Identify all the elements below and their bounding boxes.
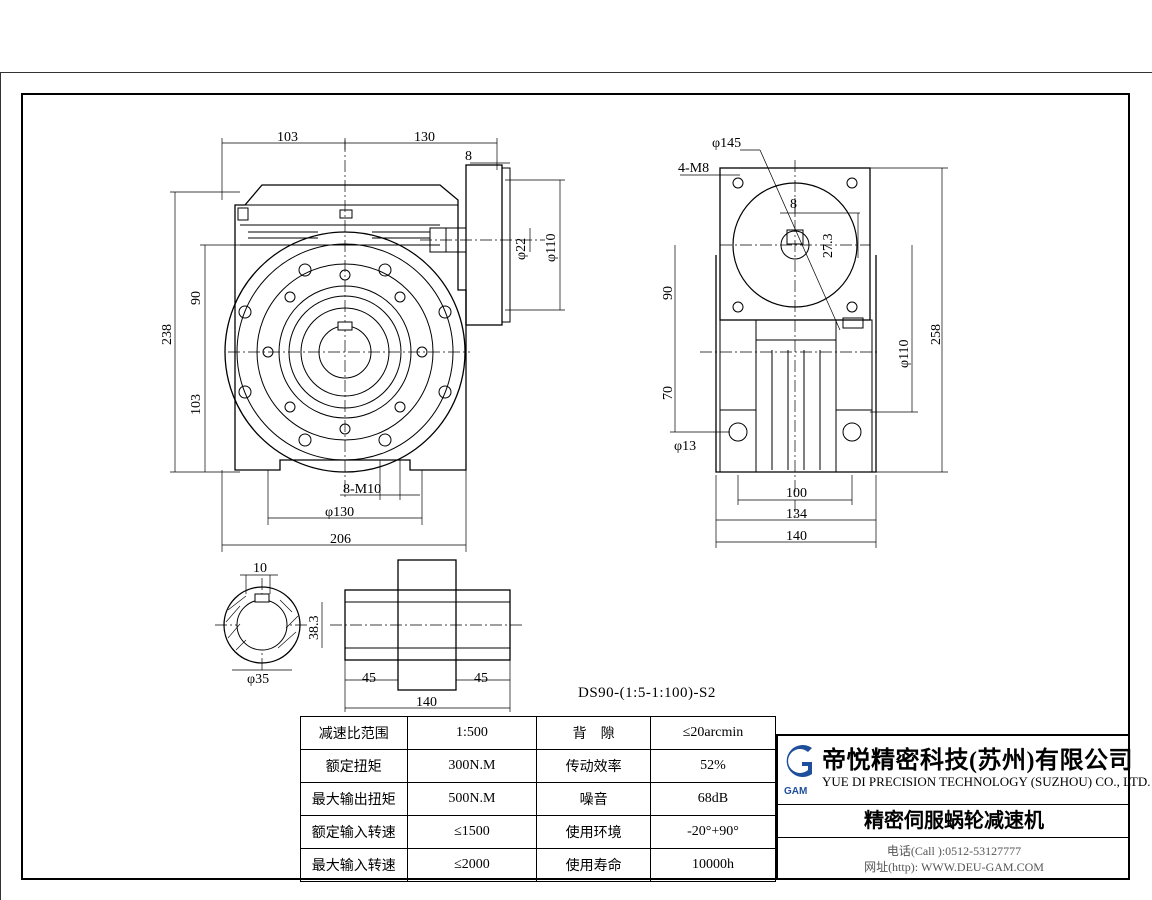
dim-140-side: 140 — [786, 529, 807, 544]
table-row: 额定输入转速 ≤1500 使用环境 -20°+90° — [300, 815, 777, 849]
dim-10: 10 — [253, 561, 267, 576]
dim-phi22: φ22 — [514, 238, 529, 260]
dim-phi35: φ35 — [247, 672, 269, 687]
table-cell: 最大输入转速 — [300, 848, 408, 882]
dim-4-m8: 4-M8 — [678, 161, 709, 176]
table-cell: 300N.M — [406, 749, 538, 783]
dim-27-3: 27.3 — [821, 234, 836, 259]
dim-206: 206 — [330, 532, 351, 547]
dim-103-top: 103 — [277, 130, 298, 145]
dim-70: 70 — [661, 386, 676, 400]
table-cell: 使用寿命 — [536, 848, 651, 882]
shaft-section — [215, 559, 525, 712]
table-row: 减速比范围 1:500 背 隙 ≤20arcmin — [300, 716, 777, 750]
table-cell: 10000h — [649, 848, 777, 882]
dim-100: 100 — [786, 486, 807, 501]
dim-phi110-side: φ110 — [897, 339, 912, 368]
front-view — [170, 138, 565, 552]
table-cell: -20°+90° — [649, 815, 777, 849]
table-cell: 额定输入转速 — [300, 815, 408, 849]
dim-phi145: φ145 — [712, 136, 741, 151]
table-cell: ≤2000 — [406, 848, 538, 882]
website: 网址(http): WWW.DEU-GAM.COM — [864, 860, 1044, 874]
title-block: GAM 帝悦精密科技(苏州)有限公司 YUE DI PRECISION TECH… — [776, 734, 1151, 880]
dim-140-shaft: 140 — [416, 695, 437, 710]
dim-8-m10: 8-M10 — [343, 482, 381, 497]
table-cell: 68dB — [649, 782, 777, 816]
dim-phi130: φ130 — [325, 505, 354, 520]
company-name-en: YUE DI PRECISION TECHNOLOGY (SUZHOU) CO.… — [822, 774, 1151, 789]
dim-phi13: φ13 — [674, 439, 696, 454]
dim-8-front: 8 — [465, 149, 472, 164]
dim-38-3: 38.3 — [307, 616, 322, 641]
telephone: 电话(Call ):0512-53127777 — [886, 844, 1022, 858]
table-cell: 最大输出扭矩 — [300, 782, 408, 816]
dim-238: 238 — [160, 324, 175, 345]
dim-45-left: 45 — [362, 671, 376, 686]
dim-258: 258 — [929, 324, 944, 345]
gam-logo-icon: GAM — [784, 745, 812, 797]
dim-8-side: 8 — [790, 197, 797, 212]
dim-103-left: 103 — [189, 394, 204, 415]
table-cell: 背 隙 — [536, 716, 651, 750]
spec-table: 减速比范围 1:500 背 隙 ≤20arcmin 额定扭矩 300N.M 传动… — [300, 716, 777, 882]
table-row: 最大输出扭矩 500N.M 噪音 68dB — [300, 782, 777, 816]
dim-45-right: 45 — [474, 671, 488, 686]
table-cell: 52% — [649, 749, 777, 783]
dim-phi110-front: φ110 — [544, 233, 559, 262]
table-cell: 500N.M — [406, 782, 538, 816]
table-cell: ≤1500 — [406, 815, 538, 849]
sheet-left-border — [0, 72, 1, 900]
table-cell: ≤20arcmin — [649, 716, 777, 750]
dim-90-front: 90 — [189, 291, 204, 305]
table-cell: 传动效率 — [536, 749, 651, 783]
table-cell: 1:500 — [406, 716, 538, 750]
product-name: 精密伺服蜗轮减速机 — [778, 804, 1130, 838]
side-view — [670, 149, 948, 548]
table-row: 额定扭矩 300N.M 传动效率 52% — [300, 749, 777, 783]
logo-text: GAM — [784, 786, 807, 797]
dim-130-top: 130 — [414, 130, 435, 145]
table-cell: 减速比范围 — [300, 716, 408, 750]
sheet-top-border — [0, 72, 1152, 73]
dim-90-side: 90 — [661, 286, 676, 300]
table-row: 最大输入转速 ≤2000 使用寿命 10000h — [300, 848, 777, 882]
table-cell: 额定扭矩 — [300, 749, 408, 783]
model-number: DS90-(1:5-1:100)-S2 — [578, 685, 716, 701]
company-name-cn: 帝悦精密科技(苏州)有限公司 — [822, 748, 1133, 774]
table-cell: 使用环境 — [536, 815, 651, 849]
table-cell: 噪音 — [536, 782, 651, 816]
dim-134: 134 — [786, 507, 807, 522]
